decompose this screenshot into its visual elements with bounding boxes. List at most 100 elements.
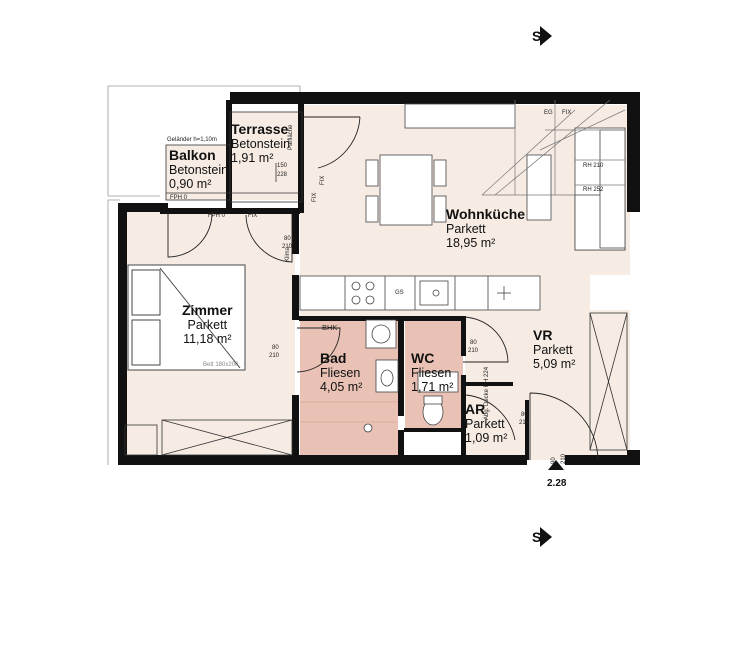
walls	[118, 92, 640, 465]
doors	[167, 116, 599, 461]
wall-bottom	[120, 455, 527, 465]
entrance-h: 210	[561, 453, 567, 464]
eg-label: EG	[544, 110, 553, 116]
vr-area: 5,09 m²	[533, 357, 576, 372]
wall-wc-right	[461, 316, 466, 356]
gs-label: GS	[395, 290, 404, 296]
wall-terrasse-left	[226, 100, 232, 210]
wall-zimmer-top	[160, 208, 300, 214]
entrance-level: 2.28	[547, 478, 567, 489]
ar-floor: Parkett	[465, 417, 505, 432]
balkon-area: 0,90 m²	[169, 177, 212, 192]
door-ar-w: 80	[521, 412, 528, 418]
fix-c: FIX	[320, 175, 326, 185]
door-zimmer-w: 80	[284, 236, 291, 242]
ar-label: AR Parkett 1,09 m²	[465, 401, 507, 446]
zimmer-area: 11,18 m²	[183, 332, 232, 347]
wall-bottom-right	[565, 455, 640, 465]
fix-d: FIX	[562, 110, 572, 116]
section-mark-top: S	[532, 28, 542, 44]
bad-floor: Fliesen	[320, 366, 361, 381]
wall-zimmer-right-a	[292, 214, 299, 254]
terrasse-floor: Betonstein	[231, 137, 291, 152]
balkon-floor	[166, 145, 230, 200]
parapet-vert-label: Parfläche	[288, 124, 294, 150]
bhk-label: BHK	[322, 323, 338, 332]
thin-lines	[124, 111, 628, 456]
fix-b: FIX	[312, 192, 318, 202]
wohnkueche-area: 18,95 m²	[446, 236, 496, 251]
balkon-floor: Betonstein	[169, 163, 229, 178]
wall-wc-right-b	[461, 375, 466, 460]
dining-set	[365, 154, 447, 226]
kitchen-counter	[299, 275, 541, 311]
zimmer-name: Zimmer	[182, 302, 233, 318]
door-zimmer2-w: 80	[272, 345, 279, 351]
wc-name: WC	[411, 350, 435, 366]
dining-table	[379, 154, 433, 226]
gelaender-note: Geländer h=1,10m	[167, 137, 217, 143]
door-zimmer-h: 210	[282, 244, 293, 250]
wall-ar-top	[465, 382, 513, 386]
wall-left	[118, 203, 127, 465]
fph0-b: FPH 0	[170, 195, 188, 201]
terrasse-label: Terrasse Betonstein 1,91 m²	[231, 121, 290, 166]
bett-label: Bett 180x200	[203, 362, 239, 368]
fix-a: FIX	[248, 213, 258, 219]
terrasse-area: 1,91 m²	[231, 151, 274, 166]
section-arrow-top	[540, 26, 552, 46]
wall-terrasse-right	[298, 100, 304, 213]
door-zimmer2-h: 210	[269, 353, 280, 359]
vr-floor: Parkett	[533, 343, 573, 358]
wc-label: WC Fliesen 1,71 m²	[411, 350, 453, 395]
vr-label: VR Parkett 5,09 m²	[533, 327, 575, 372]
wohnkueche-floor: Parkett	[446, 222, 486, 237]
fph0-a: FPH 0	[208, 213, 226, 219]
vr-name: VR	[533, 327, 553, 343]
parapet-150: 150	[277, 163, 288, 169]
terrasse-name: Terrasse	[231, 121, 289, 137]
wall-bad-wc-b	[398, 430, 404, 460]
install-note: Abg. Decke RH 224	[484, 366, 490, 420]
ar-area: 1,09 m²	[465, 431, 508, 446]
wc-floor: Fliesen	[411, 366, 452, 381]
entrance-arrow	[548, 460, 564, 470]
wall-ar-right	[525, 400, 529, 460]
bad-area: 4,05 m²	[320, 380, 363, 395]
wohnkueche-name: Wohnküche	[446, 206, 526, 222]
wohnkueche-label: Wohnküche Parkett 18,95 m²	[446, 206, 525, 251]
ar-name: AR	[465, 401, 486, 417]
wall-left-top	[118, 203, 168, 212]
terrasse-floor	[230, 112, 302, 200]
balkon-label: Balkon Betonstein 0,90 m²	[169, 147, 228, 192]
wall-top	[230, 92, 640, 104]
wall-bad-wc	[398, 316, 404, 416]
bad-tile-lines	[300, 401, 398, 423]
wall-zimmer-right-b	[292, 275, 299, 320]
bad-name: Bad	[320, 350, 347, 366]
zimmer-floor: Parkett	[187, 318, 228, 333]
section-arrow-bottom	[540, 527, 552, 547]
wall-zimmer-right-c	[292, 395, 299, 460]
parapet-228: 228	[277, 172, 288, 178]
door-ar-h: 210	[519, 420, 530, 426]
balkon-name: Balkon	[169, 147, 216, 163]
door-wc-w: 80	[470, 340, 477, 346]
wall-right-upper	[627, 92, 640, 212]
living-furniture	[404, 103, 626, 251]
rh252-label: RH 252	[583, 187, 604, 193]
klima-label: Klima	[285, 246, 291, 262]
section-mark-bottom: S	[532, 529, 542, 545]
wall-wc-bottom	[404, 428, 462, 432]
bed	[127, 264, 246, 371]
wc-area: 1,71 m²	[411, 380, 454, 395]
stair-hatching	[481, 99, 626, 196]
wall-bad-top	[299, 316, 465, 321]
door-wc-h: 210	[468, 348, 479, 354]
bath-fixtures	[363, 319, 459, 433]
rh210-label: RH 210	[583, 163, 604, 169]
entrance-w: 90	[551, 457, 557, 464]
zimmer-label: Zimmer Parkett 11,18 m²	[182, 302, 233, 347]
bad-label: Bad Fliesen 4,05 m²	[320, 350, 362, 395]
